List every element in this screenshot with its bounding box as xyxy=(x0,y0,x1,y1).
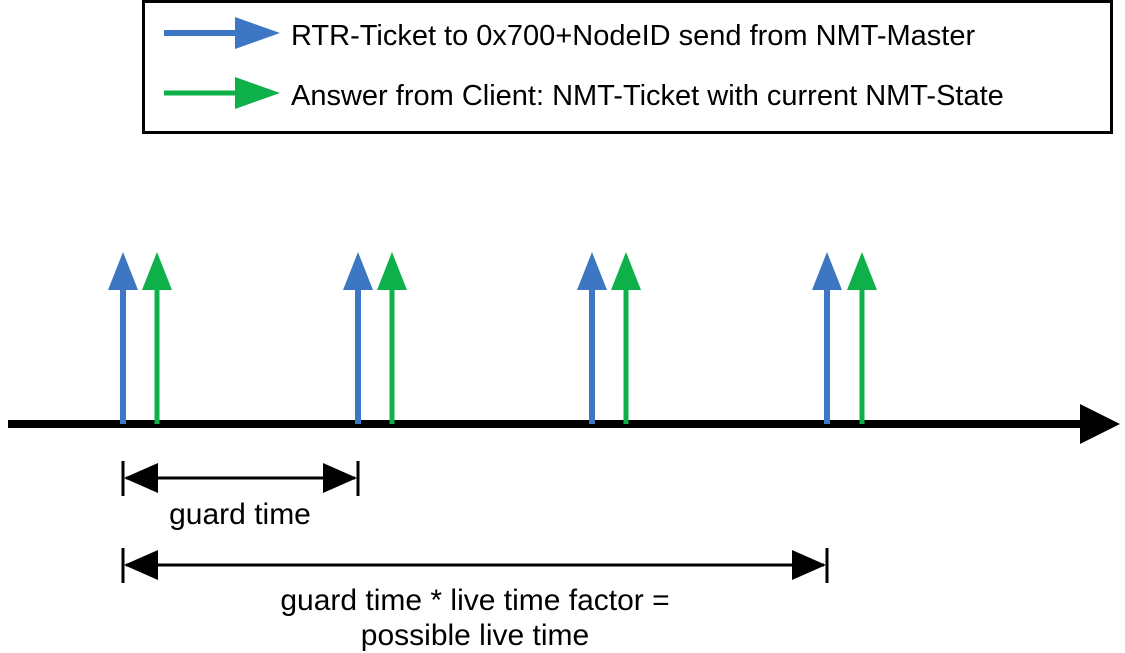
master-request-spike-3 xyxy=(577,252,607,424)
time-axis xyxy=(8,404,1120,444)
time-axis-arrow-icon xyxy=(1080,404,1120,444)
master-request-spike-2 xyxy=(343,252,373,424)
spike-arrow-icon xyxy=(577,252,607,290)
legend-item-master-label: RTR-Ticket to 0x700+NodeID send from NMT… xyxy=(291,20,975,52)
legend-item-client: Answer from Client: NMT-Ticket with curr… xyxy=(164,77,1004,112)
guard-time-right-arrow-icon xyxy=(323,463,357,493)
spike-arrow-icon xyxy=(847,252,877,290)
legend: RTR-Ticket to 0x700+NodeID send from NMT… xyxy=(142,0,1113,134)
spike-arrow-icon xyxy=(142,252,172,290)
event-pair-1 xyxy=(108,252,172,424)
live-time-label-line2: possible live time xyxy=(361,619,589,652)
spike-arrow-icon xyxy=(611,252,641,290)
legend-border xyxy=(142,0,1113,134)
guard-time-label: guard time xyxy=(169,498,311,531)
blue-right-arrow-icon-head xyxy=(235,17,280,49)
live-time-label-line1: guard time * live time factor = xyxy=(280,584,669,617)
measurement-possible-live-time: guard time * live time factor = possible… xyxy=(121,548,829,652)
client-answer-spike-3 xyxy=(611,252,641,424)
master-request-spike-1 xyxy=(108,252,138,424)
client-answer-spike-1 xyxy=(142,252,172,424)
spike-arrow-icon xyxy=(108,252,138,290)
green-right-arrow-icon-head xyxy=(235,77,280,109)
live-time-left-arrow-icon xyxy=(124,550,158,580)
legend-item-client-label: Answer from Client: NMT-Ticket with curr… xyxy=(291,80,1004,112)
measurement-guard-time: guard time xyxy=(121,461,360,531)
guard-time-left-arrow-icon xyxy=(124,463,158,493)
event-pair-2 xyxy=(343,252,407,424)
spike-arrow-icon xyxy=(377,252,407,290)
legend-item-master: RTR-Ticket to 0x700+NodeID send from NMT… xyxy=(164,17,975,52)
spike-arrow-icon xyxy=(343,252,373,290)
event-pair-4 xyxy=(812,252,877,424)
master-request-spike-4 xyxy=(812,252,842,424)
client-answer-spike-2 xyxy=(377,252,407,424)
spike-arrow-icon xyxy=(812,252,842,290)
event-pair-3 xyxy=(577,252,641,424)
client-answer-spike-4 xyxy=(847,252,877,424)
live-time-right-arrow-icon xyxy=(792,550,826,580)
